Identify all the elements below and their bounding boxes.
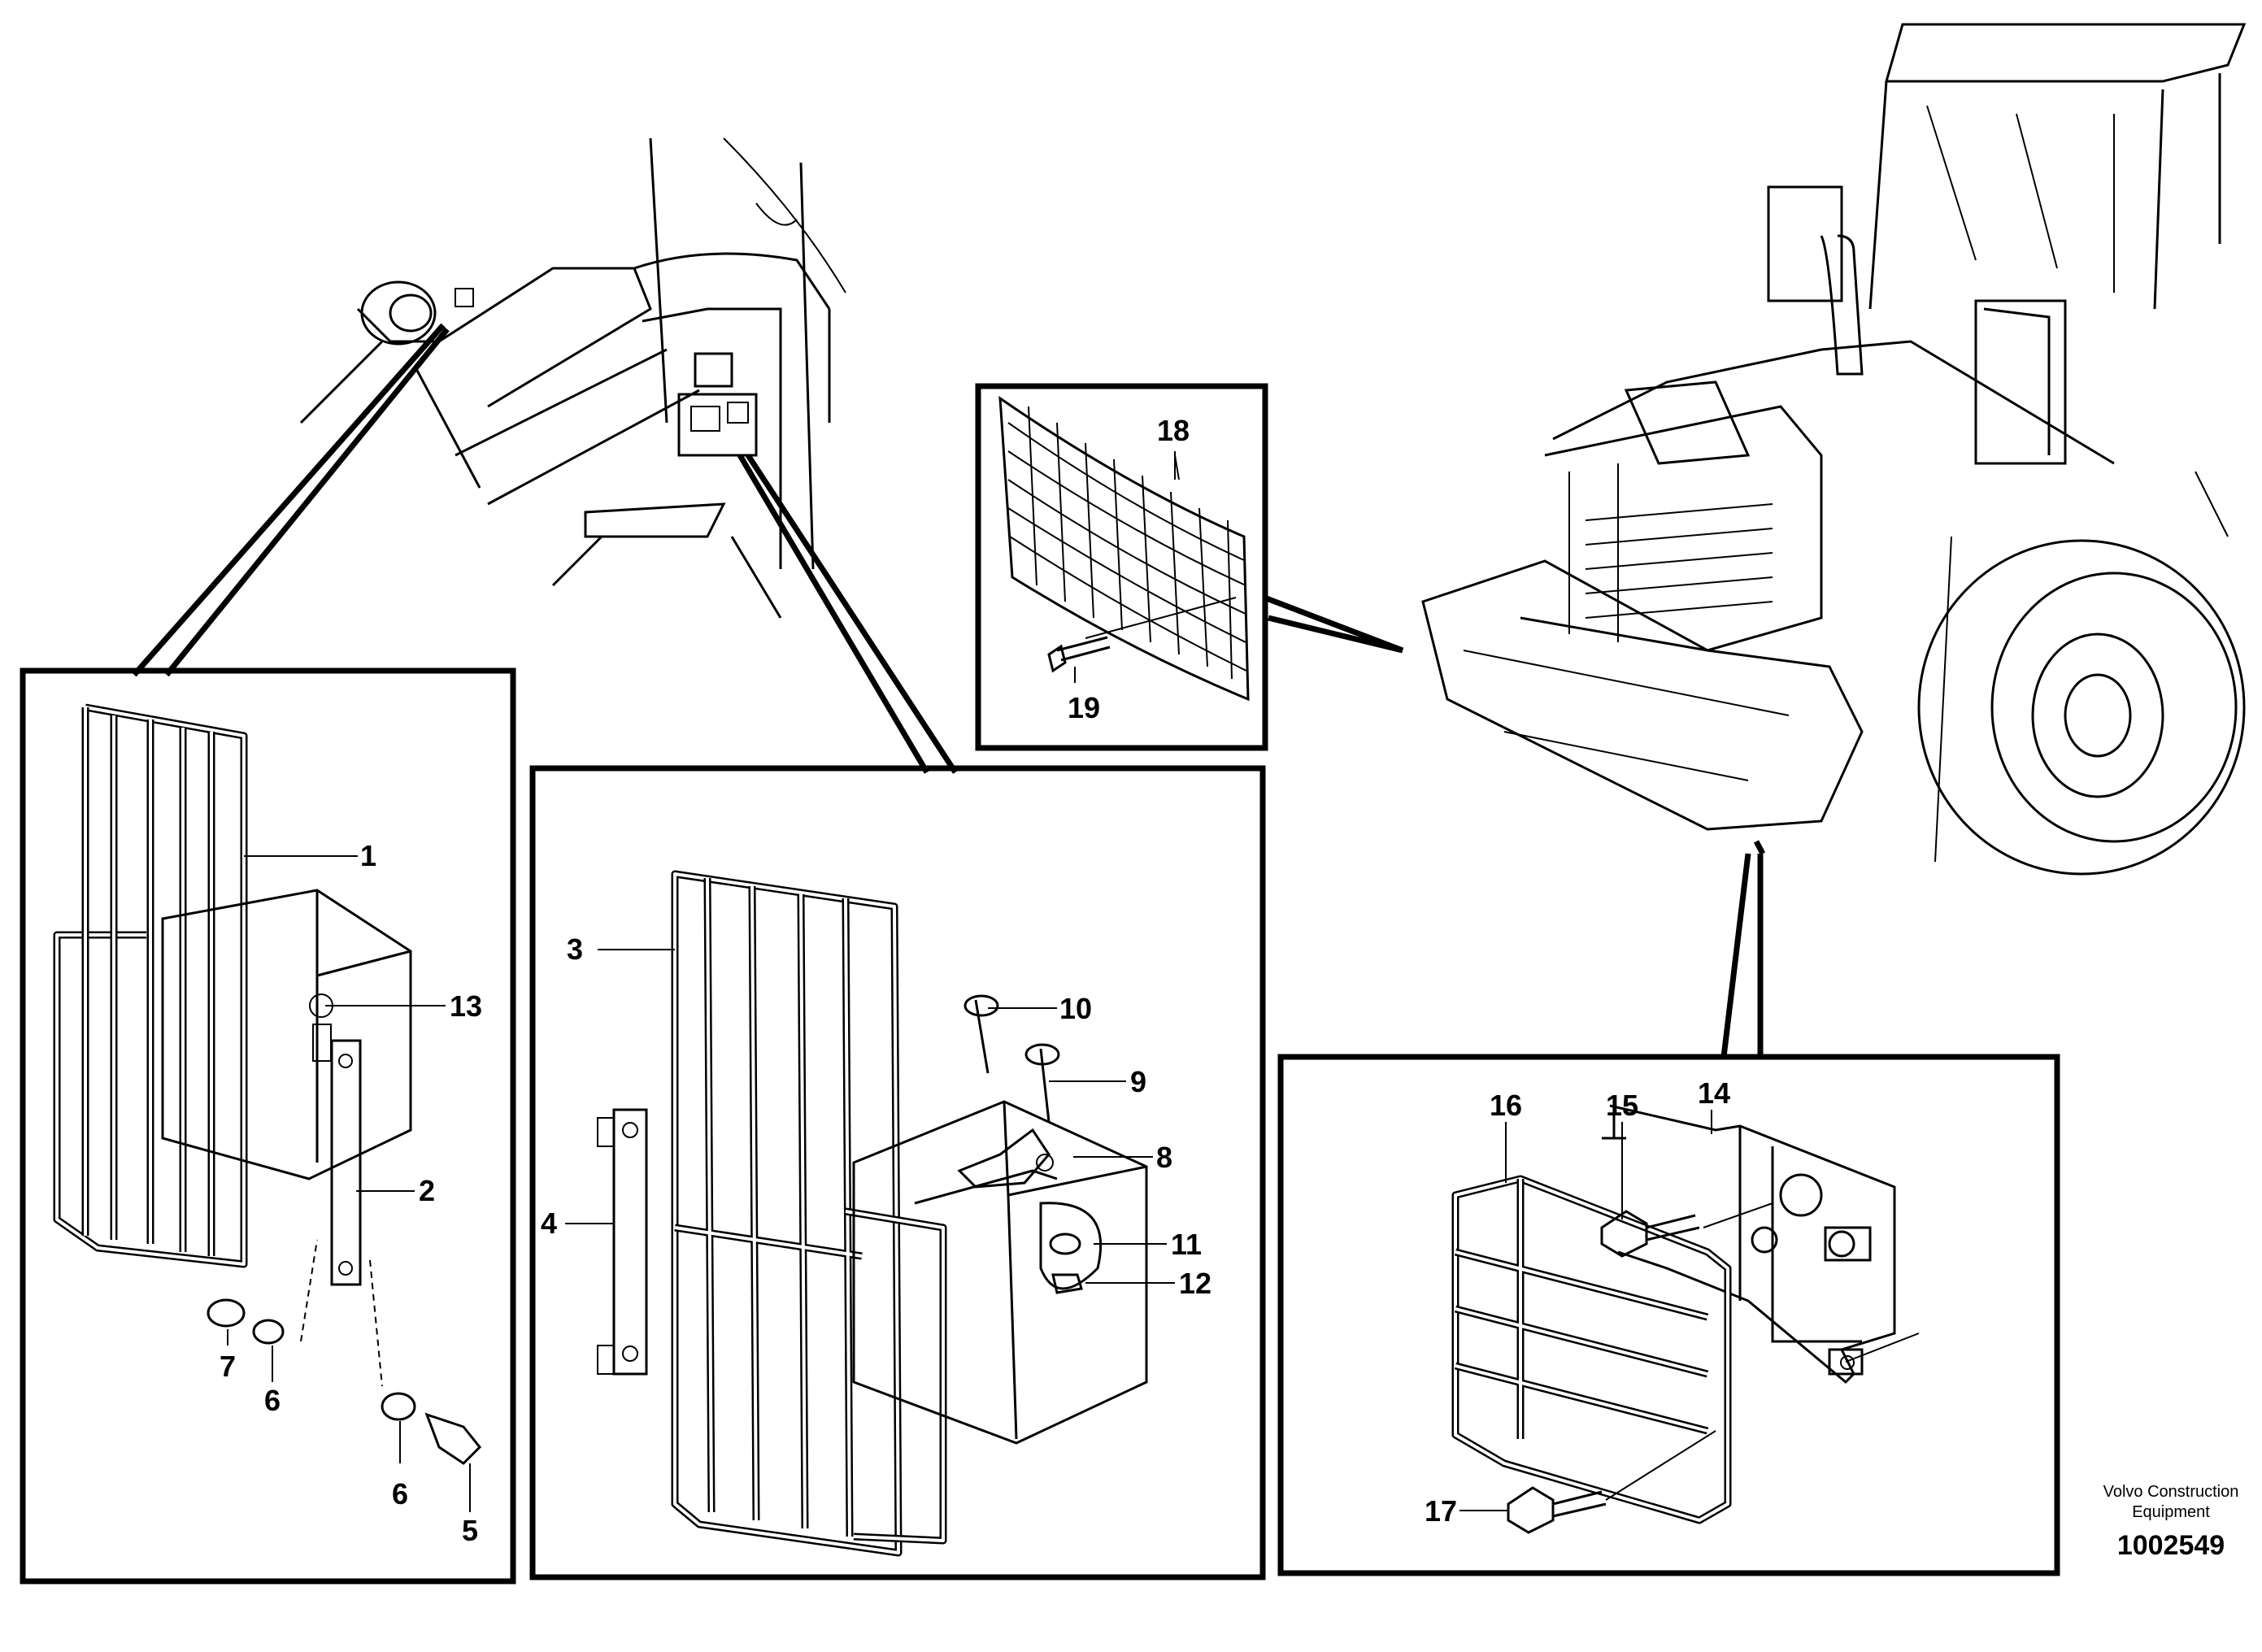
drawing-number: 1002549 (2117, 1530, 2225, 1561)
leader-wedges (132, 323, 1766, 1058)
company-name-line2: Equipment (2132, 1503, 2210, 1521)
side-step-overview (299, 137, 846, 619)
callout-6b: 6 (392, 1477, 408, 1511)
callout-19: 19 (1068, 691, 1100, 724)
callout-13: 13 (450, 989, 482, 1023)
guard-grille-1 (53, 703, 248, 1268)
callout-9: 9 (1130, 1065, 1146, 1098)
battery-box-1 (161, 889, 412, 1286)
callout-4: 4 (541, 1206, 557, 1240)
detail-box-1 (20, 667, 516, 1585)
callout-7: 7 (220, 1350, 236, 1383)
detail-box-3 (975, 383, 1268, 751)
callout-18: 18 (1157, 414, 1190, 447)
guard-grille-3 (671, 870, 947, 1557)
fasteners-1 (207, 1239, 482, 1465)
callout-8: 8 (1156, 1141, 1172, 1174)
callout-14: 14 (1698, 1076, 1730, 1110)
callout-15: 15 (1606, 1089, 1638, 1122)
callout-17: 17 (1425, 1494, 1457, 1528)
callout-numbers: 1 2 3 4 5 6 6 7 8 9 10 11 12 13 14 15 16… (220, 414, 1730, 1547)
detail-box-2 (529, 765, 1266, 1580)
callout-16: 16 (1490, 1089, 1522, 1122)
callout-1: 1 (360, 839, 376, 872)
loader-front-overview (1421, 23, 2247, 876)
callout-2: 2 (419, 1174, 435, 1207)
detail-box-4 (1277, 1054, 2060, 1576)
callout-leaders-1 (227, 855, 471, 1512)
callout-11: 11 (1171, 1228, 1202, 1261)
mesh-panel-18 (998, 396, 1250, 702)
company-name-line1: Volvo Construction (2103, 1483, 2239, 1501)
callout-12: 12 (1179, 1267, 1211, 1300)
callout-leaders-4 (1459, 1110, 1712, 1511)
footer: Volvo Construction Equipment 1002549 (2103, 1483, 2239, 1561)
callout-leaders-2 (565, 949, 1175, 1284)
callout-3: 3 (567, 933, 583, 966)
battery-box-2 (852, 994, 1148, 1445)
callout-leaders-3 (1074, 451, 1176, 683)
callout-5: 5 (462, 1514, 478, 1547)
callout-6a: 6 (264, 1384, 281, 1417)
guard-grille-16 (1451, 1175, 1732, 1524)
bolts-15-17 (1507, 1202, 1920, 1534)
mounting-bracket-14 (1602, 1104, 1896, 1385)
hinge-bracket-4 (597, 1108, 648, 1376)
callout-10: 10 (1059, 992, 1092, 1025)
